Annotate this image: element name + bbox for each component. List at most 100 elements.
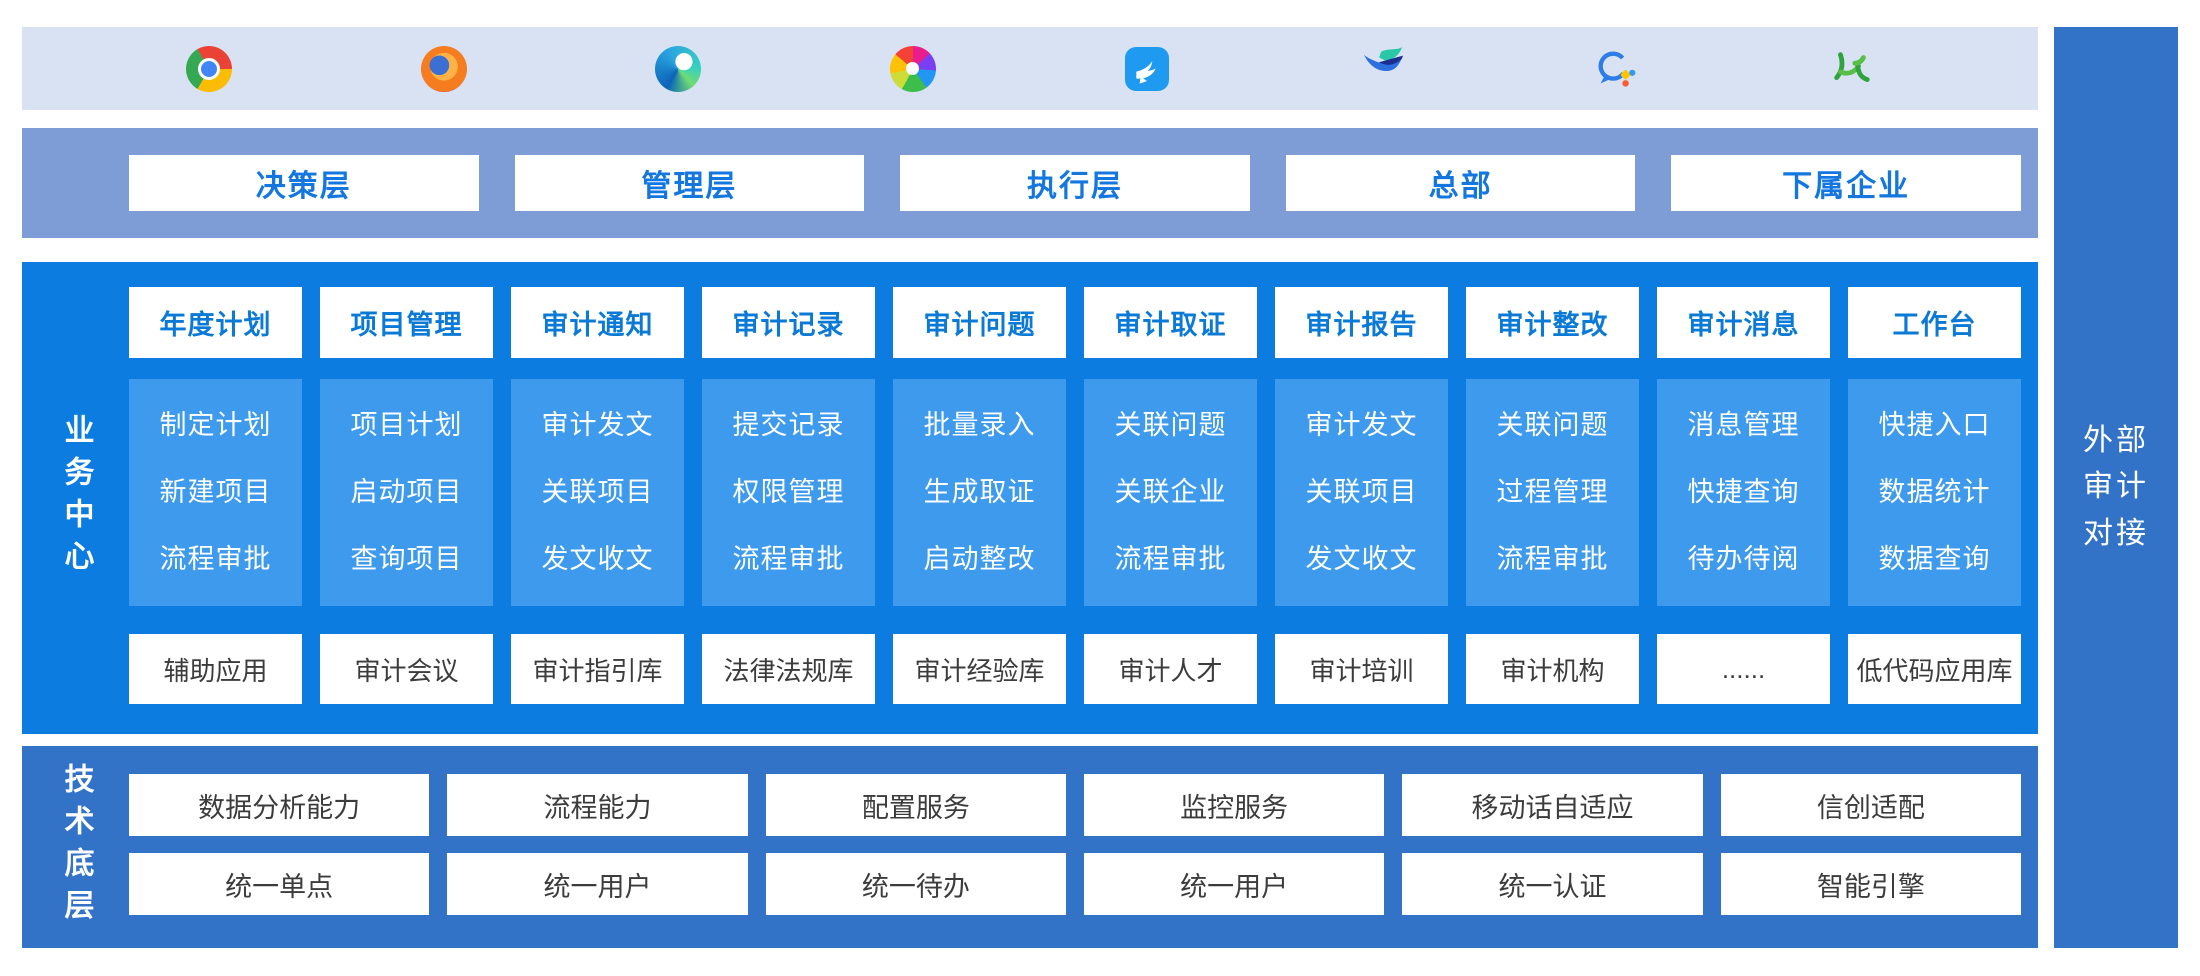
tech-base-label: 技术底层: [59, 763, 93, 931]
module-title: 审计消息: [1657, 287, 1830, 358]
module-item: 关联企业: [1114, 477, 1227, 507]
module-column: 审计问题 批量录入 生成取证 启动整改: [893, 287, 1066, 606]
user-layer-band: 决策层 管理层 执行层 总部 下属企业: [22, 128, 2038, 238]
business-center-gutter: 业务中心: [22, 262, 129, 734]
module-item: 审计发文: [1305, 410, 1418, 440]
module-column: 审计消息 消息管理 快捷查询 待办待阅: [1657, 287, 1830, 606]
tech-box: 数据分析能力: [129, 774, 430, 836]
module-item: 提交记录: [732, 410, 845, 440]
tech-box: 统一认证: [1402, 853, 1703, 915]
module-item: 项目计划: [350, 410, 463, 440]
module-box: 关联问题 关联企业 流程审批: [1084, 379, 1257, 606]
module-title: 审计通知: [511, 287, 684, 358]
module-item: 数据查询: [1878, 544, 1991, 574]
module-column: 审计取证 关联问题 关联企业 流程审批: [1084, 287, 1257, 606]
tech-base-section: 技术底层 数据分析能力 流程能力 配置服务 监控服务 移动话自适应 信创适配 统…: [22, 746, 2038, 948]
module-item: 流程审批: [1114, 544, 1227, 574]
module-item: 快捷查询: [1687, 477, 1800, 507]
tech-box: 统一待办: [765, 853, 1066, 915]
module-item: 关联问题: [1114, 410, 1227, 440]
module-title: 工作台: [1848, 287, 2021, 358]
tech-box: 配置服务: [765, 774, 1066, 836]
module-item: 发文收文: [1305, 544, 1418, 574]
layer-box-execution: 执行层: [900, 155, 1250, 211]
aux-box: 低代码应用库: [1848, 634, 2021, 704]
module-column: 审计记录 提交记录 权限管理 流程审批: [702, 287, 875, 606]
external-audit-bar: 外部 审计 对接: [2054, 27, 2178, 948]
aux-box: 审计经验库: [893, 634, 1066, 704]
tech-box: 智能引擎: [1720, 853, 2021, 915]
module-item: 快捷入口: [1878, 410, 1991, 440]
tech-box: 信创适配: [1720, 774, 2021, 836]
edge-icon: [655, 45, 702, 92]
module-item: 过程管理: [1496, 477, 1609, 507]
wechat-work-icon: [1593, 46, 1639, 92]
module-item: 制定计划: [159, 410, 272, 440]
auxiliary-row: 辅助应用 审计会议 审计指引库 法律法规库 审计经验库 审计人才 审计培训 审计…: [129, 634, 2021, 704]
module-box: 消息管理 快捷查询 待办待阅: [1657, 379, 1830, 606]
module-item: 关联问题: [1496, 410, 1609, 440]
module-title: 审计整改: [1466, 287, 1639, 358]
module-item: 启动整改: [923, 544, 1036, 574]
module-column: 年度计划 制定计划 新建项目 流程审批: [129, 287, 302, 606]
module-title: 审计问题: [893, 287, 1066, 358]
bluebird-app-icon: [1359, 46, 1405, 92]
chrome-icon: [186, 45, 233, 92]
module-item: 启动项目: [350, 477, 463, 507]
module-item: 消息管理: [1687, 410, 1800, 440]
browser-360-icon: [889, 45, 936, 92]
tech-box: 统一用户: [447, 853, 748, 915]
tech-box: 统一单点: [129, 853, 430, 915]
module-item: 数据统计: [1878, 477, 1991, 507]
module-item: 查询项目: [350, 544, 463, 574]
aux-box: 辅助应用: [129, 634, 302, 704]
module-box: 关联问题 过程管理 流程审批: [1466, 379, 1639, 606]
module-title: 审计报告: [1275, 287, 1448, 358]
module-box: 审计发文 关联项目 发文收文: [1275, 379, 1448, 606]
aux-box: 审计人才: [1084, 634, 1257, 704]
module-column: 审计报告 审计发文 关联项目 发文收文: [1275, 287, 1448, 606]
module-column: 项目管理 项目计划 启动项目 查询项目: [320, 287, 493, 606]
tech-base-gutter: 技术底层: [22, 746, 129, 948]
module-title: 年度计划: [129, 287, 302, 358]
module-item: 新建项目: [159, 477, 272, 507]
module-title: 审计取证: [1084, 287, 1257, 358]
tech-box: 监控服务: [1084, 774, 1385, 836]
module-item: 流程审批: [732, 544, 845, 574]
firefox-icon: [420, 45, 467, 92]
module-box: 批量录入 生成取证 启动整改: [893, 379, 1066, 606]
tech-box: 统一用户: [1084, 853, 1385, 915]
module-item: 关联项目: [541, 477, 654, 507]
layer-box-subsidiaries: 下属企业: [1671, 155, 2021, 211]
module-box: 提交记录 权限管理 流程审批: [702, 379, 875, 606]
aux-box: 审计培训: [1275, 634, 1448, 704]
module-box: 制定计划 新建项目 流程审批: [129, 379, 302, 606]
module-box: 快捷入口 数据统计 数据查询: [1848, 379, 2021, 606]
business-center-label: 业务中心: [59, 414, 93, 582]
tech-box: 移动话自适应: [1402, 774, 1703, 836]
module-column: 工作台 快捷入口 数据统计 数据查询: [1848, 287, 2021, 606]
dingtalk-icon: [1124, 46, 1170, 92]
layer-box-decision: 决策层: [129, 155, 479, 211]
aux-box: ......: [1657, 634, 1830, 704]
business-center-content: 年度计划 制定计划 新建项目 流程审批 项目管理 项目计划 启动项目 查询项目: [129, 262, 2038, 734]
tech-box: 流程能力: [447, 774, 748, 836]
module-item: 审计发文: [541, 410, 654, 440]
module-item: 生成取证: [923, 477, 1036, 507]
module-box: 审计发文 关联项目 发文收文: [511, 379, 684, 606]
module-column: 审计通知 审计发文 关联项目 发文收文: [511, 287, 684, 606]
module-item: 发文收文: [541, 544, 654, 574]
module-title: 项目管理: [320, 287, 493, 358]
external-audit-label: 外部 审计 对接: [2083, 423, 2149, 550]
tech-base-content: 数据分析能力 流程能力 配置服务 监控服务 移动话自适应 信创适配 统一单点 统…: [129, 746, 2038, 948]
module-box: 项目计划 启动项目 查询项目: [320, 379, 493, 606]
module-item: 批量录入: [923, 410, 1036, 440]
client-band: [22, 27, 2038, 110]
layer-box-management: 管理层: [514, 155, 865, 211]
module-item: 关联项目: [1305, 477, 1418, 507]
module-column: 审计整改 关联问题 过程管理 流程审批: [1466, 287, 1639, 606]
module-item: 待办待阅: [1687, 544, 1800, 574]
module-item: 权限管理: [732, 477, 845, 507]
module-item: 流程审批: [1496, 544, 1609, 574]
aux-box: 法律法规库: [702, 634, 875, 704]
